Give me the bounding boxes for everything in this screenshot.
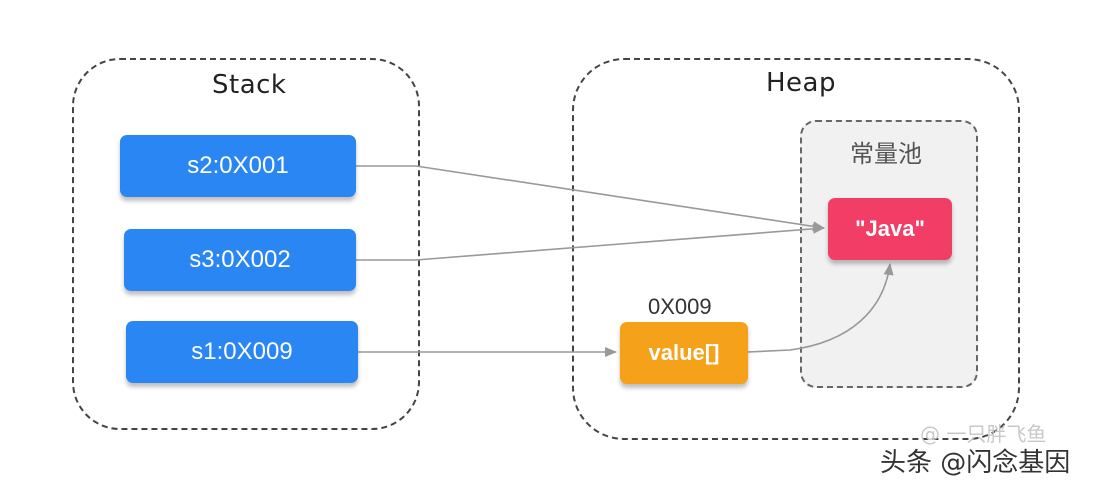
string-literal-java: "Java" (828, 198, 952, 260)
source-watermark: 头条 @闪念基因 (880, 448, 1071, 478)
constant-pool-title: 常量池 (850, 140, 922, 168)
value-address-label: 0X009 (648, 294, 712, 319)
stack-box-s1: s1:0X009 (126, 321, 358, 383)
stack-box-s2: s2:0X001 (120, 135, 356, 197)
faint-watermark: @ 一只胖飞鱼 (920, 422, 1047, 446)
heap-title: Heap (766, 68, 836, 98)
stack-box-s3: s3:0X002 (124, 229, 356, 291)
stack-title: Stack (212, 70, 287, 100)
value-array-box: value[] (620, 322, 748, 384)
